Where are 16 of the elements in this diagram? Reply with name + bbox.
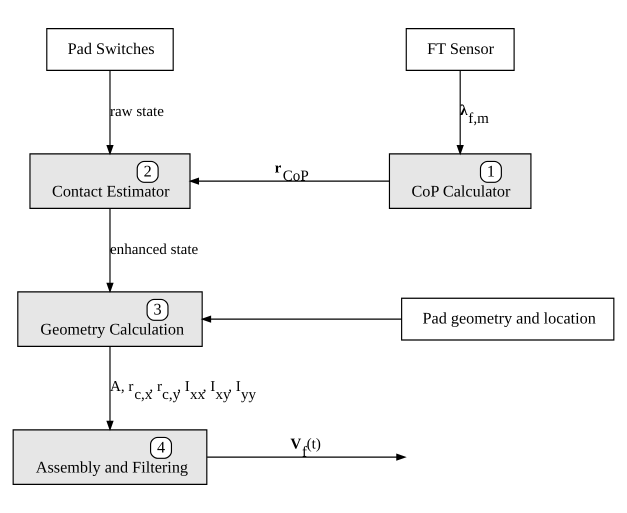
edge-label: enhanced state bbox=[110, 242, 198, 258]
node-box: 2 Contact Estimator bbox=[29, 153, 191, 209]
node-box: 1 CoP Calculator bbox=[388, 153, 532, 209]
arrow bbox=[200, 315, 402, 323]
node-box: 3 Geometry Calculation bbox=[17, 291, 203, 347]
arrow bbox=[207, 453, 407, 461]
arrow bbox=[106, 208, 114, 294]
node-box: 4 Assembly and Filtering bbox=[12, 429, 208, 485]
arrow bbox=[106, 346, 114, 432]
edge-label: raw state bbox=[110, 104, 164, 120]
arrow bbox=[106, 70, 114, 156]
arrow bbox=[188, 177, 390, 185]
node-box: Pad geometry and location bbox=[401, 298, 614, 341]
node-box: FT Sensor bbox=[406, 28, 515, 71]
node-box: Pad Switches bbox=[46, 28, 174, 71]
arrow bbox=[456, 70, 464, 156]
